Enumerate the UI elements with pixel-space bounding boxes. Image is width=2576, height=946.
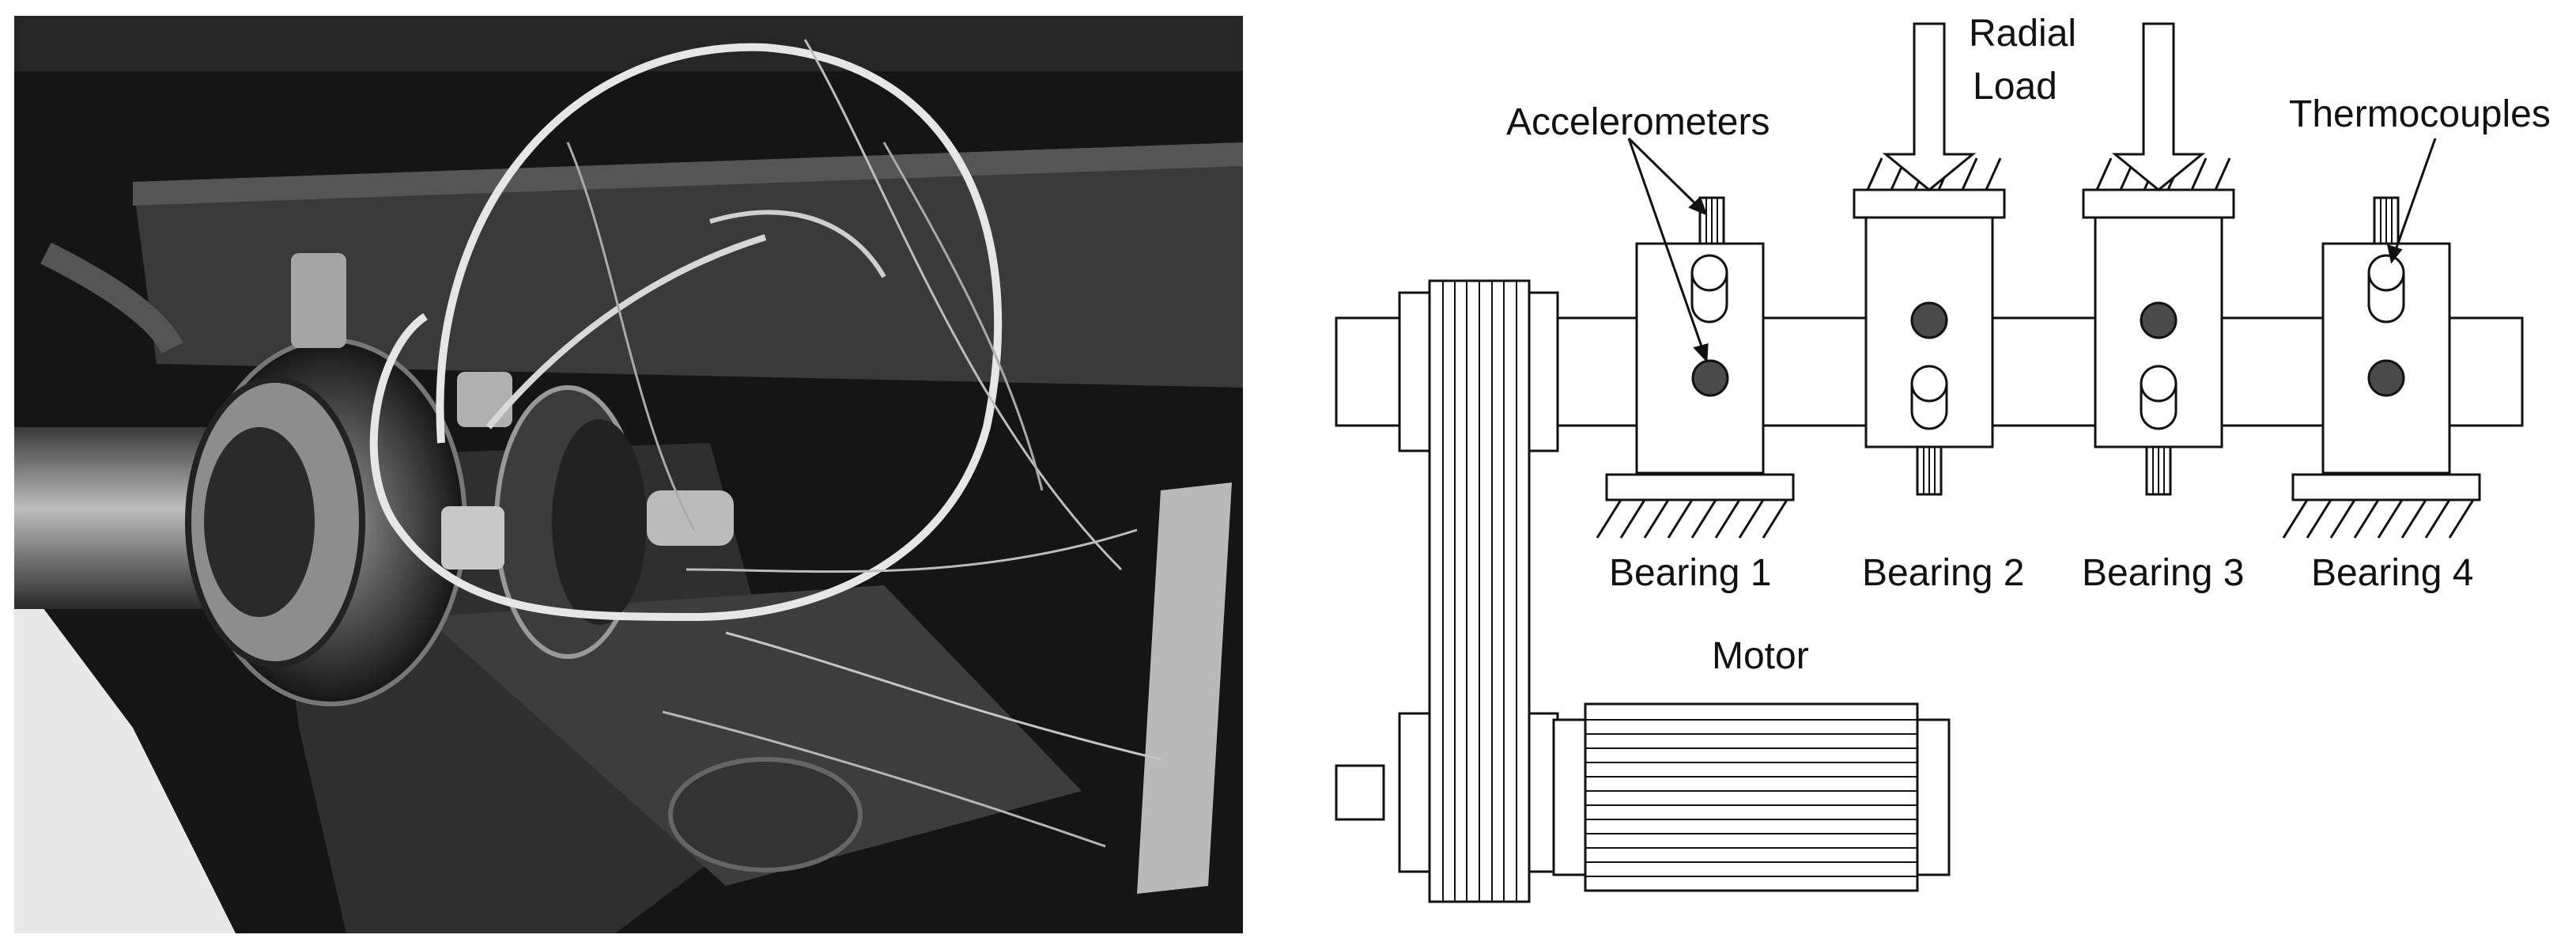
bearing-3-label: Bearing 3 <box>2082 552 2244 594</box>
bearing-1-label: Bearing 1 <box>1609 552 1771 594</box>
bearing-3-accelerometer-horizontal <box>2140 365 2178 430</box>
thermocouples-label: Thermocouples <box>2289 93 2551 135</box>
radial-load-label-line1: Radial <box>1969 13 2076 55</box>
bearing-2-accelerometer-horizontal <box>1910 365 1948 430</box>
bearing-1-accelerometer-vertical <box>1691 359 1729 397</box>
bearing-1-accelerometer-horizontal <box>1690 254 1728 324</box>
bearing-2 <box>1853 22 2006 496</box>
test-rig-photo <box>14 16 1243 933</box>
motor-shaft-stub <box>1335 764 1385 821</box>
bearing-2-accelerometer-vertical <box>1910 301 1948 339</box>
motor-end-left <box>1552 718 1587 876</box>
bearing-2-label: Bearing 2 <box>1862 552 2024 594</box>
bearing-3-top-plate <box>2082 188 2235 219</box>
bearing-2-radial-load-arrow <box>1882 22 1977 191</box>
motor-label: Motor <box>1712 635 1809 677</box>
bearing-1-base <box>1605 473 1795 501</box>
motor-end-right <box>1916 718 1951 876</box>
bearing-4-label: Bearing 4 <box>2311 552 2473 594</box>
bearing-2-top-plate <box>1853 188 2006 219</box>
bearing-4-accelerometer-horizontal <box>2367 254 2405 324</box>
shaft-end-right <box>2448 316 2524 427</box>
bearing-3-radial-load-arrow <box>2111 22 2206 191</box>
bearing-4-base <box>2291 473 2481 501</box>
bearing-3 <box>2082 22 2235 496</box>
test-rig-schematic: Radial Load Accelerometers Thermocouples… <box>1297 0 2576 946</box>
motor-body <box>1584 702 1919 892</box>
accelerometers-label: Accelerometers <box>1506 101 1770 143</box>
radial-load-label-line2: Load <box>1973 66 2057 108</box>
bearing-4 <box>2282 196 2481 539</box>
bearing-3-accelerometer-vertical <box>2140 301 2178 339</box>
bearing-4-accelerometer-vertical <box>2367 359 2405 397</box>
belt-stripes <box>1442 281 1517 902</box>
motor-fins <box>1585 719 1917 877</box>
bearing-1 <box>1596 196 1795 539</box>
